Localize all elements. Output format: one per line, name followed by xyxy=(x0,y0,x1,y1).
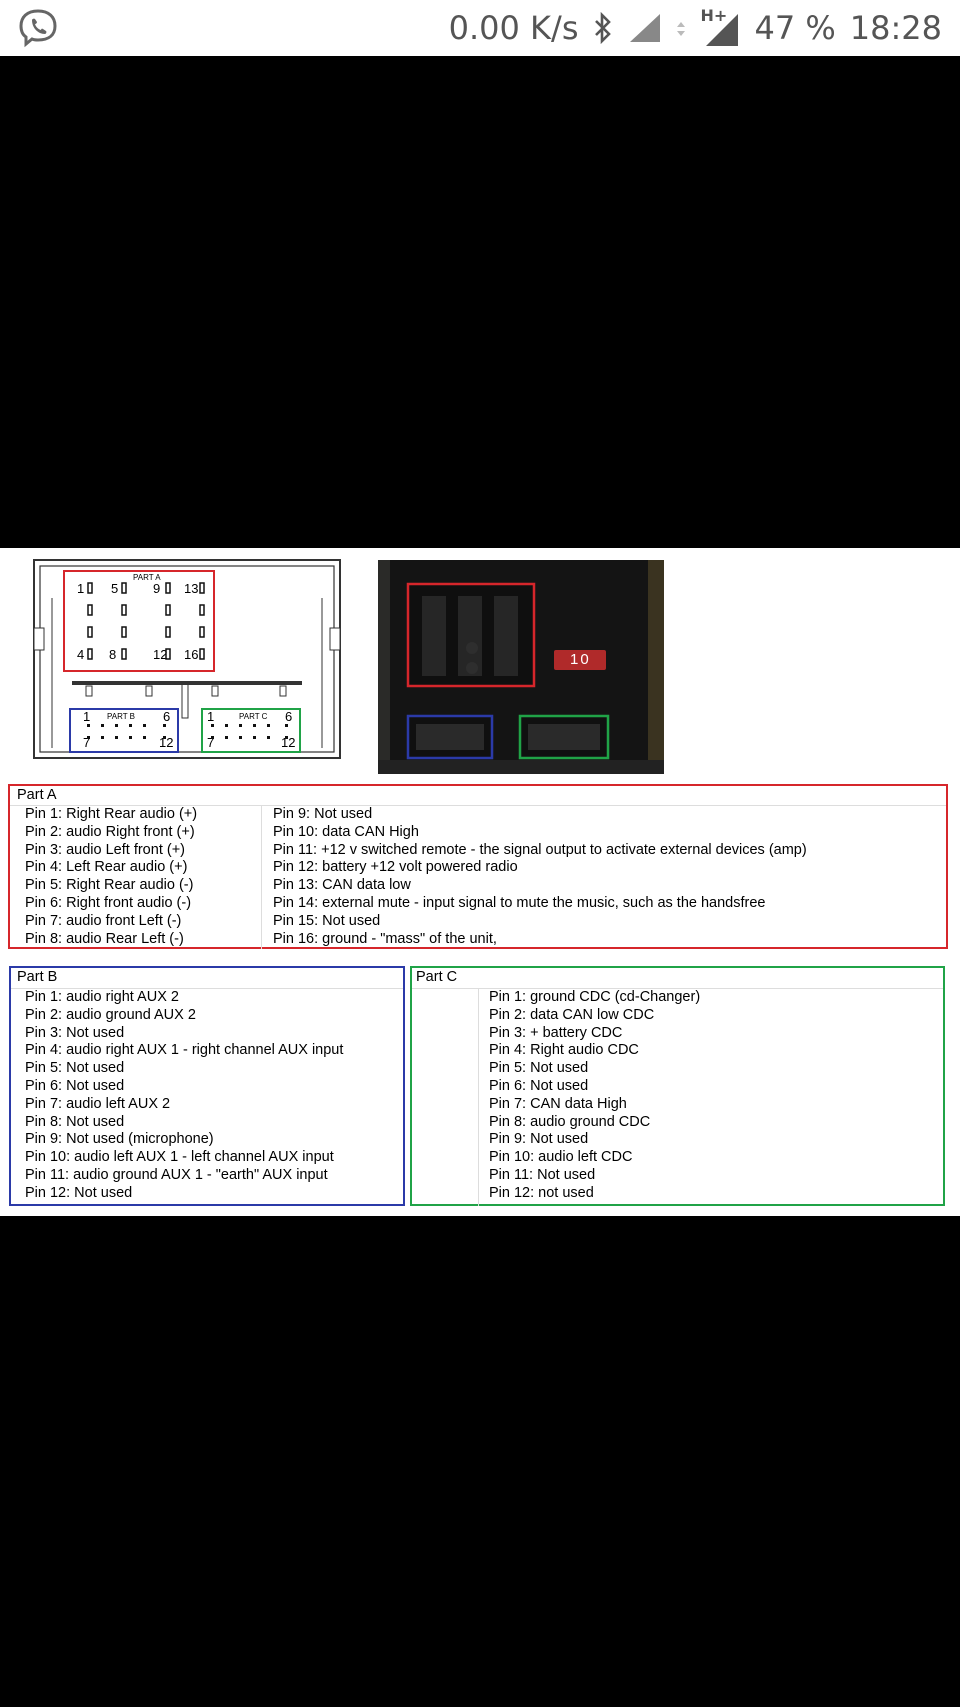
pin-row: Pin 4: Right audio CDC xyxy=(489,1042,639,1059)
pin-label: 12 xyxy=(153,647,168,662)
part-a-left-column: Pin 1: Right Rear audio (+) Pin 2: audio… xyxy=(25,806,197,948)
pin-row: Pin 13: CAN data low xyxy=(273,877,411,894)
connector-photo: 10 xyxy=(378,560,664,774)
part-a-title: Part A xyxy=(17,787,57,803)
pin-row: Pin 1: Right Rear audio (+) xyxy=(25,806,198,822)
bluetooth-icon xyxy=(595,12,612,44)
pin-row: Pin 5: Right Rear audio (-) xyxy=(25,877,194,894)
pin-row: Pin 2: data CAN low CDC xyxy=(489,1006,655,1023)
part-a-pin-grid xyxy=(87,582,205,660)
pin-row: Pin 1: ground CDC (cd-Changer) xyxy=(489,989,701,1005)
connector-outline xyxy=(33,559,341,759)
pin-label: 8 xyxy=(109,647,117,662)
pin-label: 6 xyxy=(285,709,293,724)
pin-label: 4 xyxy=(77,647,85,662)
pin-label: 6 xyxy=(163,709,171,724)
divider xyxy=(261,805,262,949)
pin-row: Pin 1: audio right AUX 2 xyxy=(25,989,179,1005)
divider xyxy=(412,988,943,989)
fuse-label: 10 xyxy=(570,651,591,668)
pin-label: 1 xyxy=(83,709,91,724)
divider xyxy=(10,805,946,806)
pin-row: Pin 2: audio Right front (+) xyxy=(25,823,195,840)
signal-strength-icon xyxy=(706,14,739,46)
pin-row: Pin 12: not used xyxy=(489,1184,594,1201)
pin-row: Pin 12: battery +12 volt powered radio xyxy=(273,859,518,876)
pin-label: 12 xyxy=(281,735,296,750)
pin-row: Pin 4: Left Rear audio (+) xyxy=(25,859,188,876)
pin-row: Pin 11: Not used xyxy=(489,1166,596,1183)
pin-row: Pin 10: data CAN High xyxy=(273,823,419,840)
pin-label: 7 xyxy=(207,735,215,750)
part-a-table: Part A Pin 1: Right Rear audio (+) Pin 2… xyxy=(8,784,948,949)
pin-label: 1 xyxy=(77,581,85,596)
viber-icon xyxy=(18,8,58,52)
connector-diagram: PART A 1 5 9 13 4 8 12 16 PART B 1 6 7 xyxy=(12,558,348,768)
pin-row: Pin 15: Not used xyxy=(273,912,381,929)
pin-label: 5 xyxy=(111,581,119,596)
part-c-title: Part C xyxy=(416,969,458,985)
pin-row: Pin 6: Right front audio (-) xyxy=(25,894,192,911)
divider xyxy=(11,988,403,989)
pin-label: 16 xyxy=(184,647,199,662)
pin-row: Pin 8: audio Rear Left (-) xyxy=(25,930,184,947)
image-viewer-bottom-background xyxy=(0,1216,960,1707)
pin-row: Pin 12: Not used xyxy=(25,1184,133,1201)
data-arrows-icon xyxy=(677,22,686,36)
pin-row: Pin 6: Not used xyxy=(489,1077,589,1094)
part-a-right-column: Pin 9: Not used Pin 10: data CAN High Pi… xyxy=(273,806,807,948)
part-b-table: Part B Pin 1: audio right AUX 2 Pin 2: a… xyxy=(9,966,405,1206)
clock: 18:28 xyxy=(849,9,942,47)
pin-row: Pin 4: audio right AUX 1 - right channel… xyxy=(25,1042,344,1059)
part-c-pin-list: Pin 1: ground CDC (cd-Changer) Pin 2: da… xyxy=(489,989,700,1203)
diagram-part-c-box: PART C 1 6 7 12 xyxy=(201,708,301,753)
pin-row: Pin 7: audio left AUX 2 xyxy=(25,1095,171,1112)
pin-label: 13 xyxy=(184,581,199,596)
diagram-part-a-label: PART A xyxy=(133,573,161,582)
part-b-pin-list: Pin 1: audio right AUX 2 Pin 2: audio gr… xyxy=(25,989,343,1203)
pin-row: Pin 9: Not used xyxy=(273,806,373,822)
pin-row: Pin 2: audio ground AUX 2 xyxy=(25,1006,196,1023)
signal-icon xyxy=(630,14,661,42)
network-speed: 0.00 K/s xyxy=(448,9,579,47)
divider xyxy=(478,988,479,1206)
pin-label: 7 xyxy=(83,735,91,750)
status-bar: 0.00 K/s H+ 47 % 18:28 xyxy=(0,0,960,56)
pin-row: Pin 5: Not used xyxy=(25,1060,125,1077)
pin-row: Pin 9: Not used (microphone) xyxy=(25,1131,214,1148)
part-c-table: Part C Pin 1: ground CDC (cd-Changer) Pi… xyxy=(410,966,945,1206)
pin-row: Pin 7: CAN data High xyxy=(489,1095,627,1112)
pin-row: Pin 8: audio ground CDC xyxy=(489,1113,651,1130)
pin-row: Pin 10: audio left CDC xyxy=(489,1149,633,1166)
pin-row: Pin 16: ground - "mass" of the unit, xyxy=(273,930,497,947)
pin-row: Pin 6: Not used xyxy=(25,1077,125,1094)
pin-row: Pin 11: audio ground AUX 1 - "earth" AUX… xyxy=(25,1166,328,1183)
pin-row: Pin 9: Not used xyxy=(489,1131,589,1148)
pin-label: 9 xyxy=(153,581,161,596)
battery-level: 47 % xyxy=(754,9,836,47)
part-b-title: Part B xyxy=(17,969,58,985)
pin-row: Pin 3: Not used xyxy=(25,1024,125,1041)
pin-row: Pin 7: audio front Left (-) xyxy=(25,912,182,929)
pin-row: Pin 11: +12 v switched remote - the sign… xyxy=(273,841,807,858)
pin-row: Pin 10: audio left AUX 1 - left channel … xyxy=(25,1149,334,1166)
diagram-part-b-box: PART B 1 6 7 12 xyxy=(69,708,179,753)
part-c-pin-grid xyxy=(211,724,288,739)
pin-row: Pin 5: Not used xyxy=(489,1060,589,1077)
image-viewer-top-background xyxy=(0,56,960,548)
pin-label: 1 xyxy=(207,709,215,724)
connector-photo-drawing xyxy=(378,560,664,774)
diagram-part-b-label: PART B xyxy=(107,712,136,721)
pin-row: Pin 8: Not used xyxy=(25,1113,125,1130)
signal-strength-h-plus: H+ xyxy=(700,6,740,48)
pin-row: Pin 14: external mute - input signal to … xyxy=(273,894,766,911)
pin-row: Pin 3: audio Left front (+) xyxy=(25,841,185,858)
part-b-pin-grid xyxy=(87,724,166,739)
diagram-part-c-label: PART C xyxy=(239,712,268,721)
connector-pinout-image[interactable]: PART A 1 5 9 13 4 8 12 16 PART B 1 6 7 xyxy=(0,548,960,1216)
pin-row: Pin 3: + battery CDC xyxy=(489,1024,623,1041)
pin-label: 12 xyxy=(159,735,174,750)
network-type: H+ xyxy=(700,6,728,25)
diagram-part-a-box: PART A 1 5 9 13 4 8 12 16 xyxy=(63,570,215,672)
